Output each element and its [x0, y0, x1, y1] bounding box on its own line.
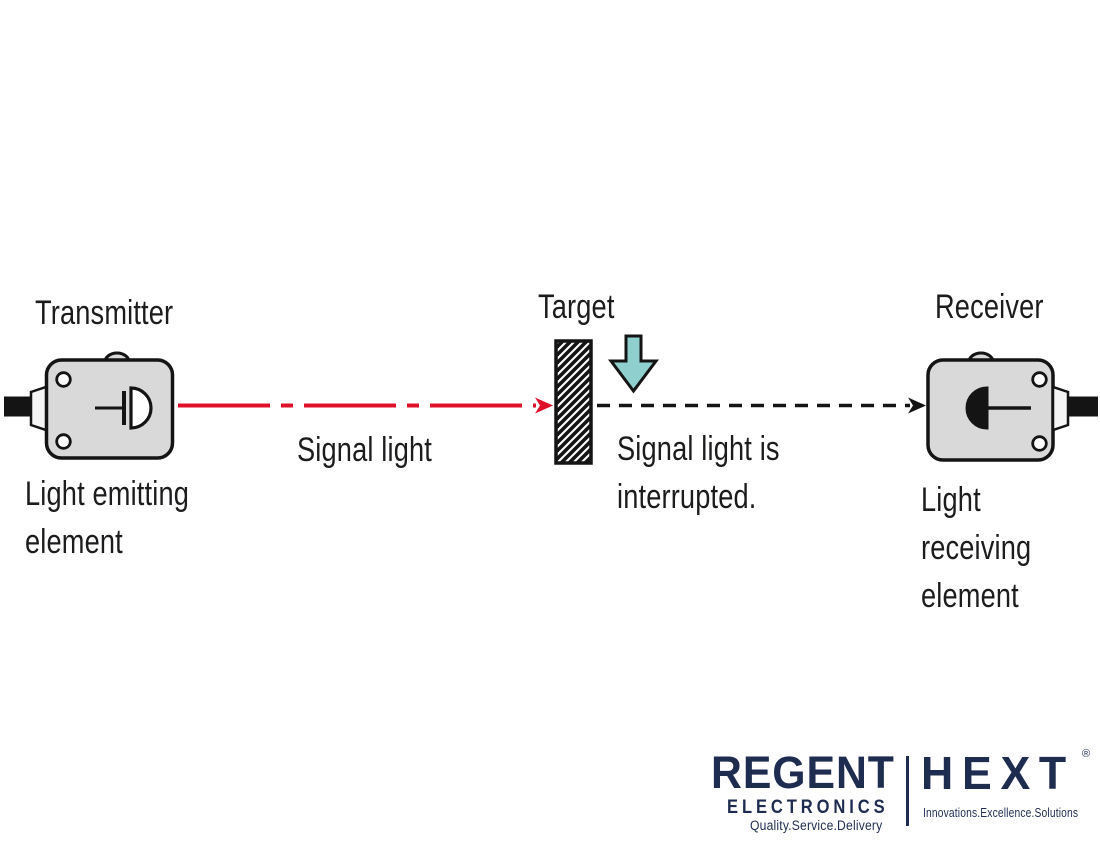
logo-divider	[906, 756, 909, 826]
signal-light-label: Signal light	[297, 431, 432, 469]
transmitter-screw-hole-bottom	[55, 433, 72, 450]
light-receiving-element-label: Light receiving element	[921, 481, 1032, 615]
receiver-device	[926, 351, 1098, 462]
interrupt-down-arrow-icon	[608, 334, 659, 394]
receiver-screw-hole-bottom	[1031, 435, 1048, 452]
signal-beam-red-arrowhead	[535, 397, 553, 414]
regent-tagline: Quality.Service.Delivery	[750, 818, 883, 833]
receiver-connector	[1051, 385, 1070, 432]
regent-electronics-text: ELECTRONICS	[727, 797, 889, 818]
interrupted-beam-arrowhead	[908, 397, 926, 414]
hext-tagline: Innovations.Excellence.Solutions	[923, 805, 1079, 820]
signal-beam-red	[178, 397, 553, 414]
target-label: Target	[538, 288, 615, 326]
transmitter-cable	[4, 396, 31, 417]
interrupted-beam	[597, 397, 926, 414]
receiver-cable	[1068, 396, 1098, 417]
transmitter-device	[4, 351, 175, 460]
regent-logo: REGENT	[711, 747, 895, 798]
receiver-screw-hole-top	[1031, 371, 1048, 388]
transmitter-screw-hole-top	[55, 371, 72, 388]
target-block	[554, 339, 593, 465]
transmitter-label: Transmitter	[35, 294, 174, 332]
light-emitting-element-label: Light emitting element	[25, 475, 190, 561]
receiver-symbol-lens	[965, 386, 989, 430]
target-block-hatch	[554, 339, 593, 465]
receiver-label: Receiver	[935, 288, 1044, 326]
hext-logo: HEXT	[921, 747, 1075, 799]
transmitter-connector	[29, 385, 48, 432]
signal-interrupted-label: Signal light is interrupted.	[617, 430, 780, 516]
hext-registered-mark: ®	[1082, 748, 1091, 760]
emitter-symbol-lens	[129, 386, 153, 430]
